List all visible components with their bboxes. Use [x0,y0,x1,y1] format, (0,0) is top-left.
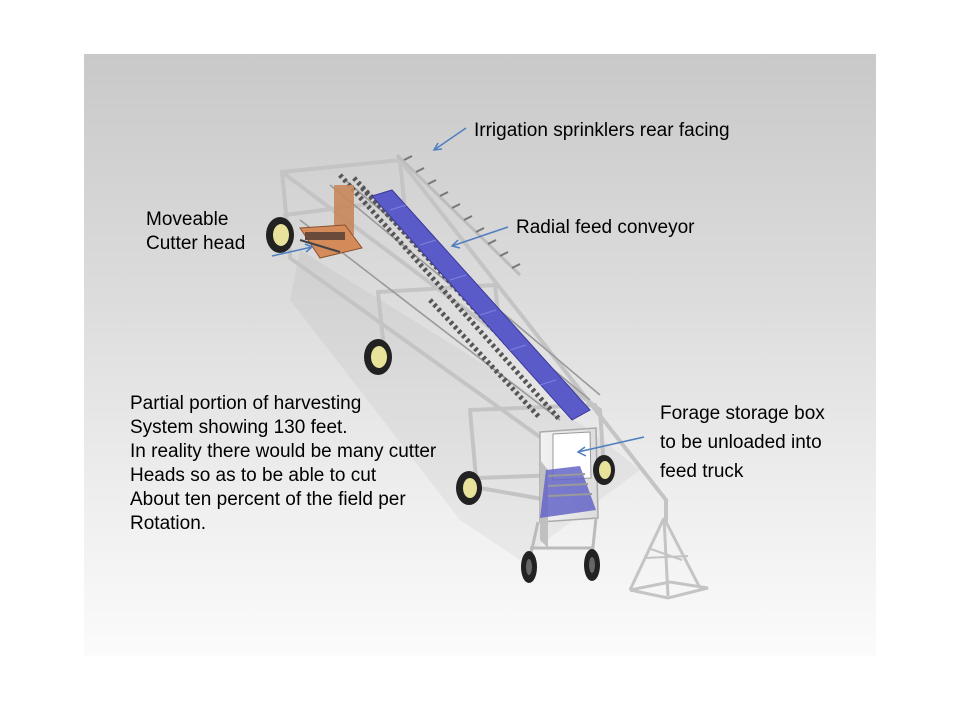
description-line: Heads so as to be able to cut [130,465,377,486]
wheel-3 [456,471,482,505]
description-line: System showing 130 feet. [130,417,348,438]
label-line: to be unloaded into [660,432,822,453]
wheel-6 [584,549,600,581]
wheel-5 [521,551,537,583]
annotation-arrows [271,127,645,457]
storage-arrow [576,436,645,457]
radial-feed-conveyor [371,189,591,421]
label-line: Moveable [146,209,229,230]
description-line: In reality there would be many cutter [130,441,437,462]
label-radial-feed-conveyor: Radial feed conveyor [516,217,695,238]
description-text-block: Partial portion of harvesting System sho… [130,392,436,536]
wheel-2 [364,339,392,375]
cutter-head [299,185,363,259]
label-line: Cutter head [146,233,246,254]
wheel-4 [593,455,615,485]
wheel-1 [266,217,294,253]
sprinkler-pipe [395,153,522,277]
pivot-tower [628,517,709,600]
label-moveable-cutter-head: Moveable Cutter head [146,208,245,256]
description-line: Partial portion of harvesting [130,393,362,414]
description-line: Rotation. [130,513,207,534]
description-line: About ten percent of the field per [130,489,406,510]
conveyor-arrow [450,226,509,249]
label-irrigation-sprinklers: Irrigation sprinklers rear facing [474,120,730,141]
label-line: Forage storage box [660,403,825,424]
forage-storage-box [528,427,599,559]
label-line: feed truck [660,461,744,482]
cutter-arrow [271,243,314,257]
label-forage-storage-box: Forage storage box to be unloaded into f… [660,399,825,486]
sprinkler-arrow [432,127,467,151]
